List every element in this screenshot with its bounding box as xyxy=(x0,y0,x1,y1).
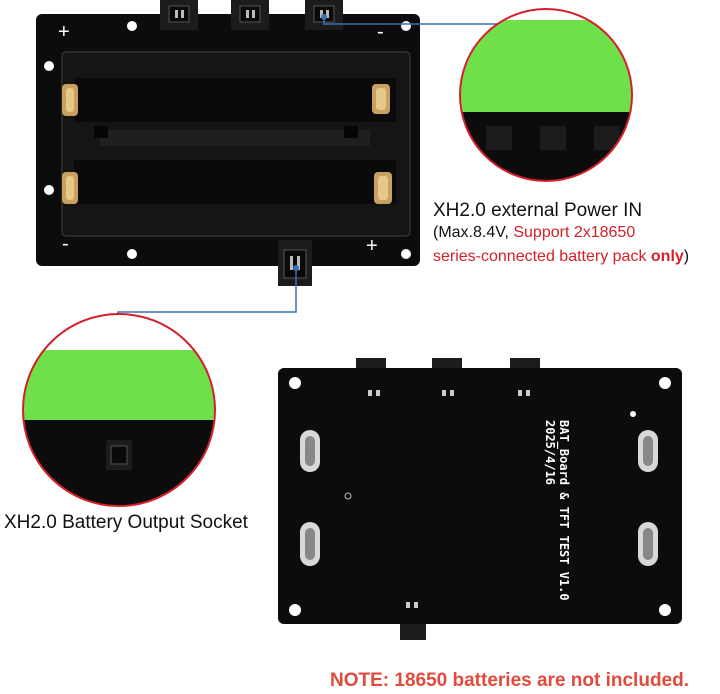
polarity-plus-bottom-right: + xyxy=(366,235,378,257)
battery-holder-front xyxy=(36,0,420,286)
power-in-detail-line2: series-connected battery pack only) xyxy=(433,248,689,266)
battery-holder-back xyxy=(278,358,682,640)
pcb-silkscreen-label: BAT_Board & TFT TEST V1.0 2025/4/16 xyxy=(543,420,571,601)
polarity-minus-top-right: - xyxy=(377,21,384,43)
battery-output-label: XH2.0 Battery Output Socket xyxy=(4,512,248,533)
zoom-circle-battery-output xyxy=(22,313,216,507)
top-connector-left xyxy=(160,0,198,30)
battery-contact-bottom-right xyxy=(374,172,392,204)
zoom-circle-power-in xyxy=(459,8,633,182)
power-in-detail-highlight: Support 2x18650 xyxy=(513,224,636,241)
battery-contact-top-left xyxy=(62,84,78,116)
batteries-not-included-note: NOTE: 18650 batteries are not included. xyxy=(330,670,689,691)
power-in-detail-series: series-connected battery pack xyxy=(433,248,651,265)
power-in-detail-only: only xyxy=(650,248,684,265)
polarity-plus-top-left: + xyxy=(58,21,70,43)
power-in-detail-close: ) xyxy=(683,248,690,265)
callout-line-battery-output xyxy=(117,270,297,318)
bottom-output-connector xyxy=(278,240,312,286)
power-in-detail-prefix: (Max.8.4V, xyxy=(433,224,514,241)
battery-contact-top-right xyxy=(372,84,390,114)
pcb-silkscreen-date: 2025/4/16 xyxy=(543,420,557,485)
pcb-silkscreen-version: BAT_Board & TFT TEST V1.0 xyxy=(556,420,571,601)
power-in-detail-line1: (Max.8.4V, Support 2x18650 xyxy=(433,224,635,242)
polarity-minus-bottom-left: - xyxy=(62,233,69,255)
power-in-title: XH2.0 external Power IN xyxy=(433,200,643,221)
top-connector-middle xyxy=(231,0,269,30)
battery-contact-bottom-left xyxy=(62,172,78,204)
